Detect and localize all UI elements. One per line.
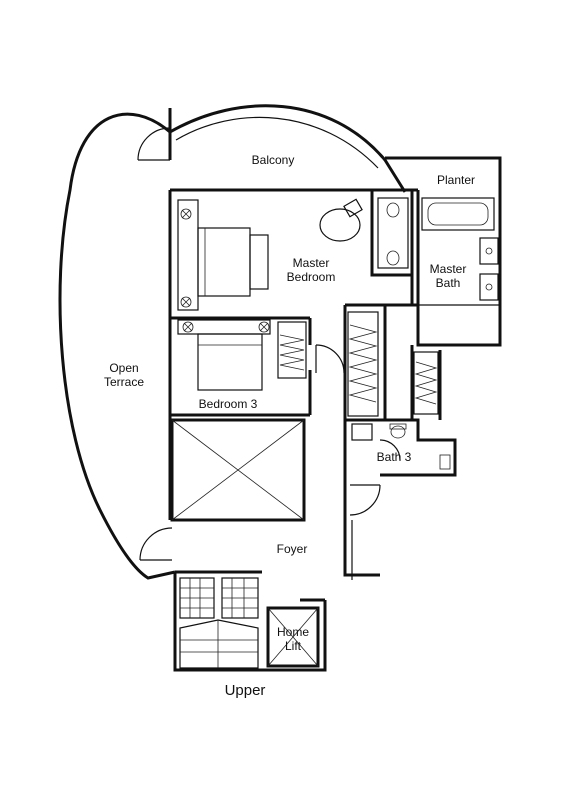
- label-open-terrace-1: Open: [109, 361, 138, 375]
- bath3-fixtures: [351, 423, 451, 470]
- label-balcony: Balcony: [252, 153, 295, 167]
- label-master-bedroom-1: Master: [293, 256, 330, 270]
- label-master-bedroom-2: Bedroom: [287, 270, 336, 284]
- label-bedroom3: Bedroom 3: [199, 397, 258, 411]
- interior-walls: [168, 156, 502, 672]
- master-bed: [177, 199, 269, 311]
- wardrobes: [277, 311, 439, 417]
- home-lift: [266, 606, 320, 668]
- label-master-bath-2: Bath: [436, 276, 461, 290]
- label-planter: Planter: [437, 173, 475, 187]
- label-bath3: Bath 3: [377, 450, 412, 464]
- armchair: [319, 198, 363, 242]
- label-home-lift-1: Home: [277, 625, 309, 639]
- plan-title: Upper: [225, 682, 266, 699]
- label-home-lift-2: Lift: [285, 639, 302, 653]
- label-open-terrace-2: Terrace: [104, 375, 144, 389]
- balcony-wall: [137, 108, 172, 161]
- label-master-bath-1: Master: [430, 262, 467, 276]
- outer-curved-wall: [58, 104, 407, 580]
- staircase: [179, 577, 259, 669]
- doors: [139, 344, 401, 561]
- label-foyer: Foyer: [277, 542, 308, 556]
- bedroom3-bed: [177, 319, 271, 391]
- master-bath-fixtures: [377, 197, 499, 301]
